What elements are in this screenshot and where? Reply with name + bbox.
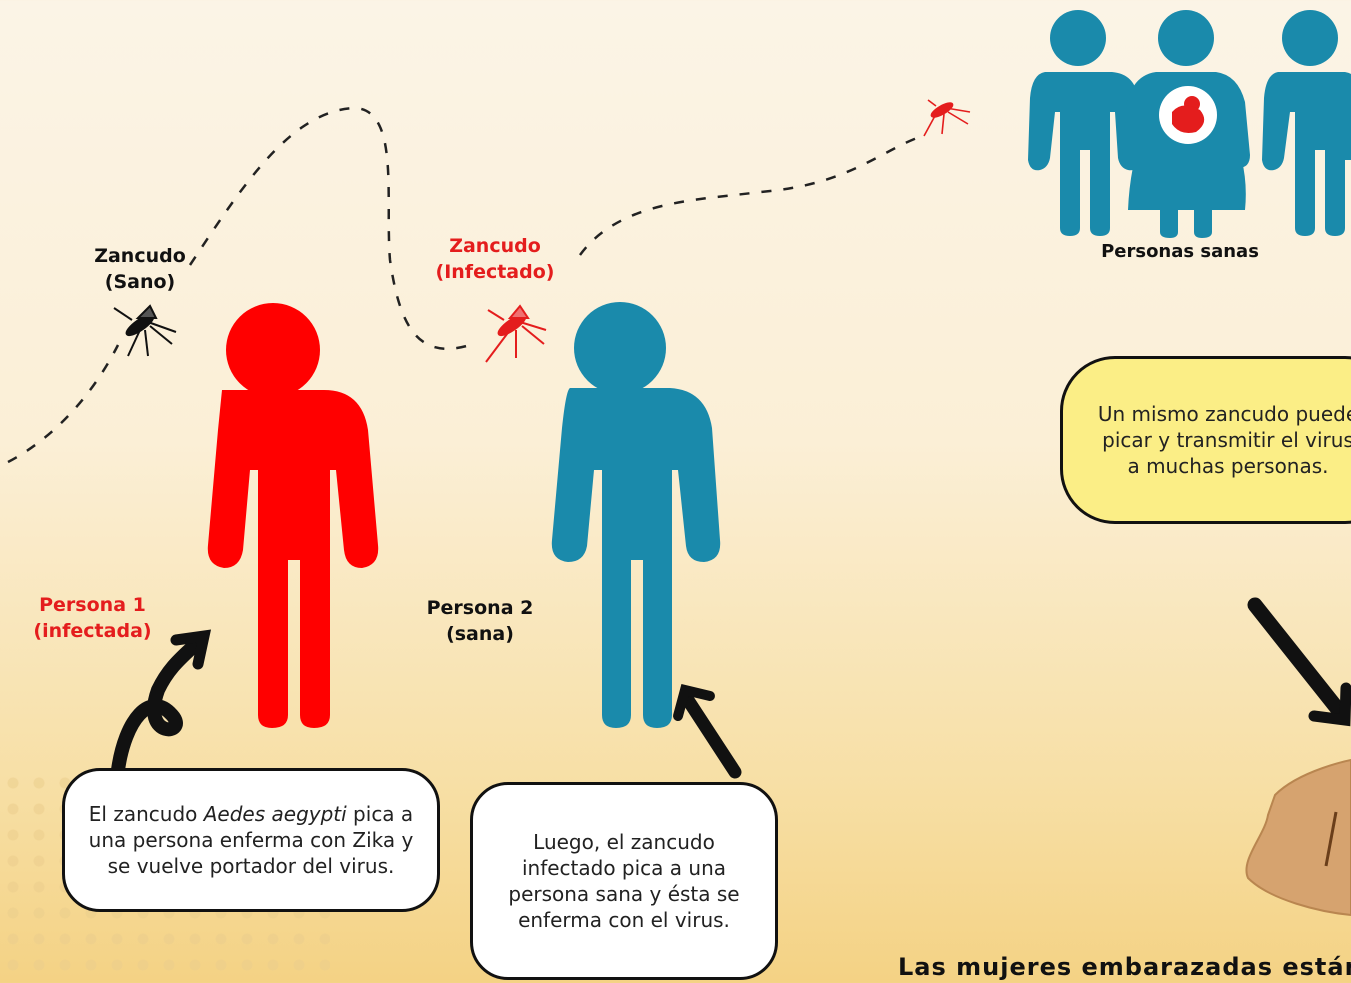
mosquito-healthy-icon [113,304,177,357]
mosquito-infected-icon [485,304,547,363]
speech-bubble-3: Un mismo zancudo puede picar y transmiti… [1060,356,1351,524]
person-1-figure [207,303,379,728]
bottom-heading: Las mujeres embarazadas están [898,953,1351,981]
healthy-people-label: Personas sanas [1101,241,1259,262]
healthy-people-group [1028,10,1351,238]
speech-bubble-2: Luego, el zancudo infectado pica a una p… [470,782,778,980]
person-1-label: Persona 1 (infectada) [33,594,152,642]
bubble-1-text: El zancudo Aedes aegypti pica a una pers… [88,802,414,878]
mosquito-flight-path [7,106,926,464]
mosquito-flying-icon [923,99,971,137]
bubble-2-text: Luego, el zancudo infectado pica a una p… [508,830,740,932]
mosquito-infected-label: Zancudo (Infectado) [435,235,555,283]
arrow-person2-icon [673,684,742,779]
arrow-down-icon [1247,597,1351,727]
bubble-3-text: Un mismo zancudo puede picar y transmiti… [1097,402,1351,478]
person-2-figure [551,302,721,728]
mosquito-healthy-label: Zancudo (Sano) [94,245,186,293]
baby-icon [1159,86,1217,144]
skin-bite-illustration [1245,758,1351,917]
person-2-label: Persona 2 (sana) [426,597,534,645]
speech-bubble-1: El zancudo Aedes aegypti pica a una pers… [62,768,440,912]
curly-arrow-icon [111,629,212,777]
